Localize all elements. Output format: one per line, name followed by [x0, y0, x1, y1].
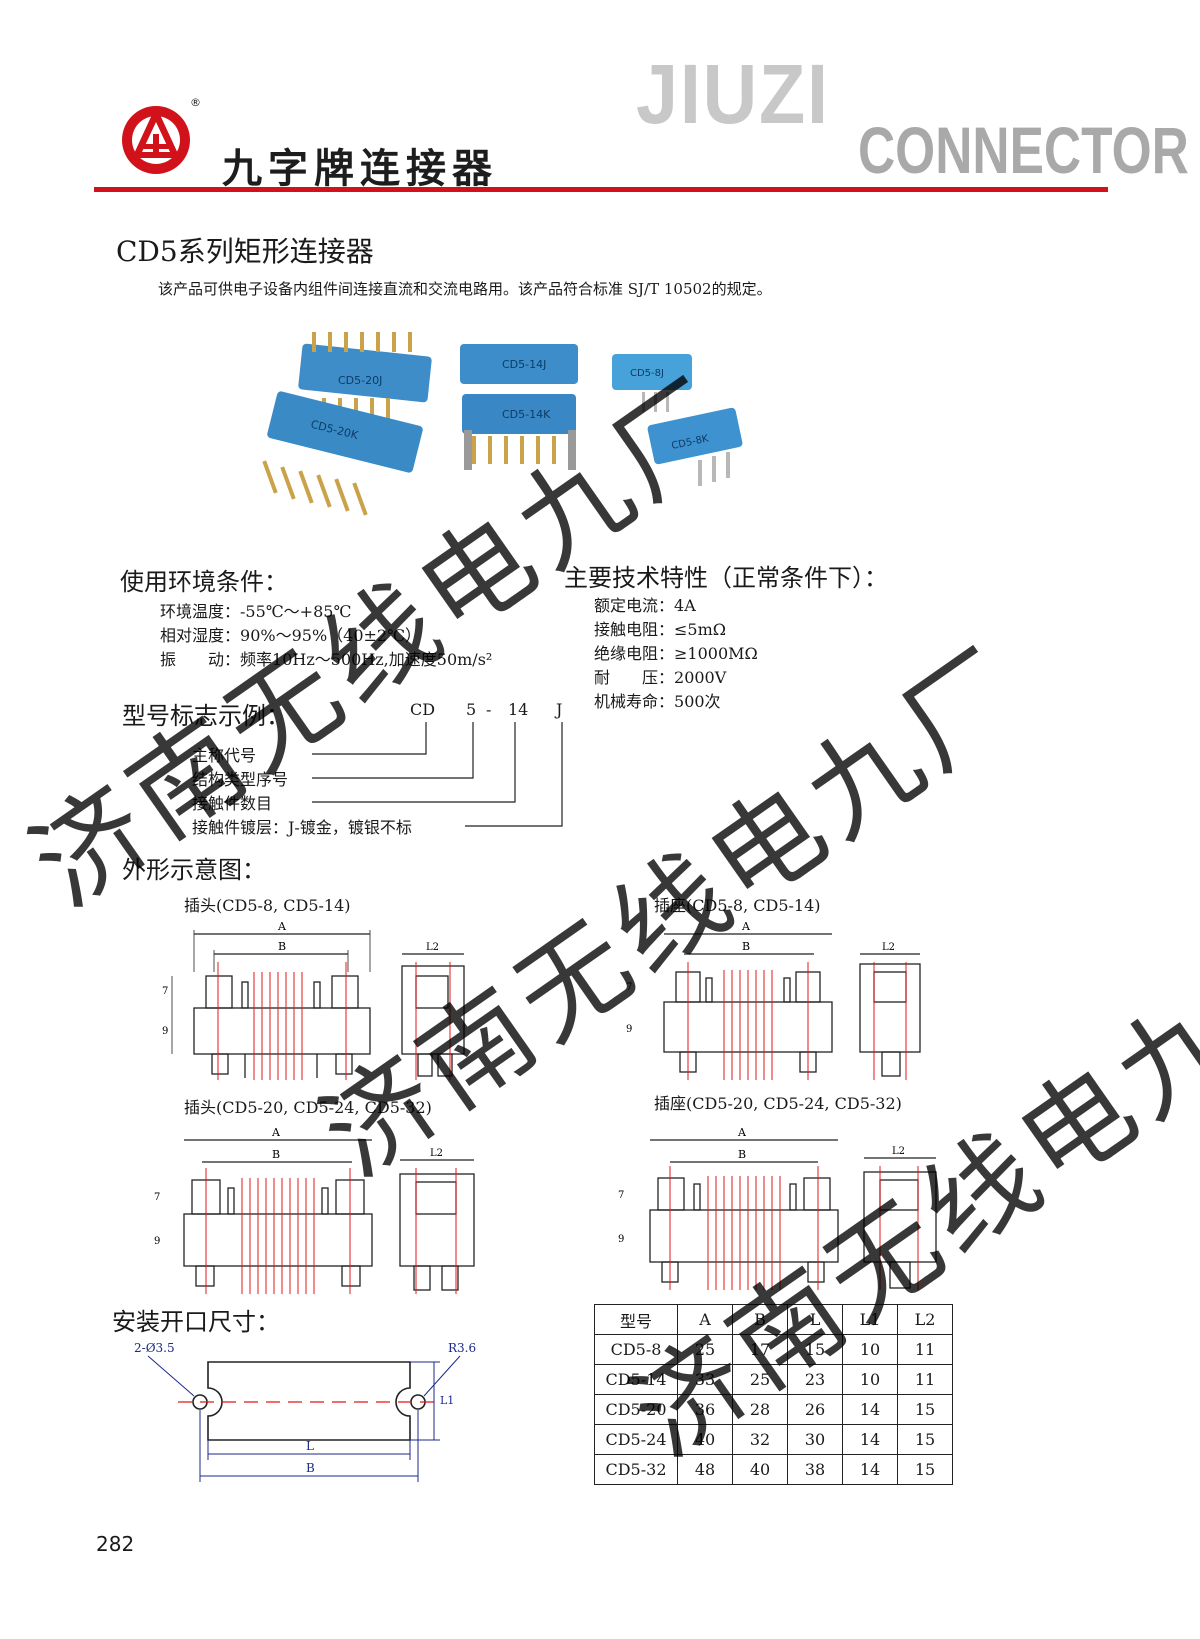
dim-label: L2 [882, 942, 895, 953]
table-header: L1 [842, 1304, 898, 1335]
dim-label: B [738, 1148, 746, 1161]
environment-heading: 使用环境条件： [120, 568, 288, 596]
dim-label: 9 [162, 1026, 168, 1037]
page-number: 282 [96, 1532, 135, 1556]
product-photo: CD5-20J CD5-14J CD5-14K CD5-8J CD5-20K C… [250, 320, 790, 530]
dim-label: L [306, 1439, 314, 1453]
connector-photo-cd5-8j [612, 354, 692, 412]
dim-label: 9 [618, 1234, 624, 1245]
photo-label: CD5-8J [630, 368, 664, 379]
table-header: B [732, 1304, 788, 1335]
dim-label: B [306, 1461, 315, 1475]
specs-list: 额定电流：4A 接触电阻：≤5mΩ 绝缘电阻：≥1000MΩ 耐 压：2000V… [594, 594, 758, 714]
outline-heading: 外形示意图： [122, 856, 266, 884]
dim-label: 9 [154, 1236, 160, 1247]
outline-caption: 插头(CD5-20, CD5-24, CD5-32) [184, 1098, 432, 1117]
brand-en-top: JIUZI [636, 47, 830, 141]
dim-label: L2 [430, 1148, 443, 1159]
outline-caption: 插座(CD5-8, CD5-14) [654, 896, 821, 915]
dim-label: B [272, 1148, 280, 1161]
connector-photo-cd5-8k [647, 407, 743, 486]
environment-item: 振 动：频率10Hz～500Hz,加速度50m/s² [160, 650, 493, 669]
code-explanation: 接触件镀层：J-镀金，镀银不标 [192, 818, 412, 837]
photo-label: CD5-20J [338, 374, 382, 387]
environment-item: 环境温度：-55℃～+85℃ [160, 602, 352, 621]
connector-photo-cd5-14 [460, 344, 578, 470]
specs-heading: 主要技术特性（正常条件下）： [564, 564, 888, 592]
product-description: 该产品可供电子设备内组件间连接直流和交流电路用。该产品符合标准 SJ/T 105… [158, 280, 772, 298]
outline-caption: 插头(CD5-8, CD5-14) [184, 896, 351, 915]
model-code-leader-lines [312, 722, 563, 827]
socket-large-drawing: A B L2 7 9 [618, 1126, 937, 1290]
dim-label: L1 [440, 1394, 454, 1407]
dim-label: B [278, 940, 286, 953]
code-explanation: 接触件数目 [192, 794, 273, 813]
dim-label: L2 [892, 1146, 905, 1157]
dim-label: A [271, 1126, 281, 1139]
dim-label: 7 [162, 986, 168, 997]
radius-label: R3.6 [448, 1341, 476, 1355]
product-title: CD5系列矩形连接器 [116, 235, 374, 268]
table-header: 型号 [594, 1304, 678, 1335]
dim-label: 7 [154, 1192, 160, 1203]
code-explanation: 主称代号 [192, 746, 257, 765]
spec-item: 绝缘电阻：≥1000MΩ [594, 644, 758, 663]
code-part: 14 [508, 700, 529, 719]
brand-name: 九字牌连接器 [222, 146, 498, 192]
brand-logo-icon [118, 92, 200, 182]
header-rule [94, 187, 1108, 192]
registered-mark: ® [190, 96, 201, 109]
dim-label: A [277, 920, 287, 933]
spec-item: 接触电阻：≤5mΩ [594, 620, 727, 639]
code-part: 5 [466, 700, 477, 719]
mounting-heading: 安装开口尺寸： [112, 1308, 280, 1336]
table-header: A [677, 1304, 733, 1335]
dim-label: A [737, 1126, 747, 1139]
code-explanation: 结构类型序号 [192, 770, 289, 789]
plug-large-drawing: A B L2 7 9 [154, 1126, 475, 1294]
environment-item: 相对湿度：90%～95%（40±2℃） [160, 626, 421, 645]
code-part: - [486, 700, 492, 719]
model-code-heading: 型号标志示例： [122, 702, 290, 730]
socket-small-drawing: A B L2 7 9 [626, 920, 921, 1080]
plug-small-drawing: A B L2 7 9 [162, 920, 465, 1080]
spec-item: 机械寿命：500次 [594, 692, 721, 711]
brand-en-bottom: CONNECTOR [858, 113, 1189, 187]
dim-label: 7 [626, 982, 632, 993]
code-part: CD [410, 700, 436, 719]
dim-label: L2 [426, 942, 439, 953]
table-header: L [787, 1304, 843, 1335]
connector-photo-cd5-20k [262, 391, 423, 516]
dim-label: A [741, 920, 751, 933]
hole-label: 2-Ø3.5 [134, 1341, 175, 1355]
dim-label: 7 [618, 1190, 624, 1201]
outline-caption: 插座(CD5-20, CD5-24, CD5-32) [654, 1094, 902, 1113]
photo-label: CD5-14J [502, 358, 546, 371]
table-header: L2 [897, 1304, 953, 1335]
table-header-row: 型号 A B L L1 L2 [594, 1304, 953, 1335]
spec-item: 耐 压：2000V [594, 668, 727, 687]
dim-label: 9 [626, 1024, 632, 1035]
dim-label: B [742, 940, 750, 953]
spec-item: 额定电流：4A [594, 596, 696, 615]
photo-label: CD5-14K [502, 408, 551, 421]
mounting-cutout-drawing: 2-Ø3.5 R3.6 L B L1 [134, 1341, 476, 1482]
environment-list: 环境温度：-55℃～+85℃ 相对湿度：90%～95%（40±2℃） 振 动：频… [160, 600, 492, 672]
code-part: J [556, 700, 563, 719]
